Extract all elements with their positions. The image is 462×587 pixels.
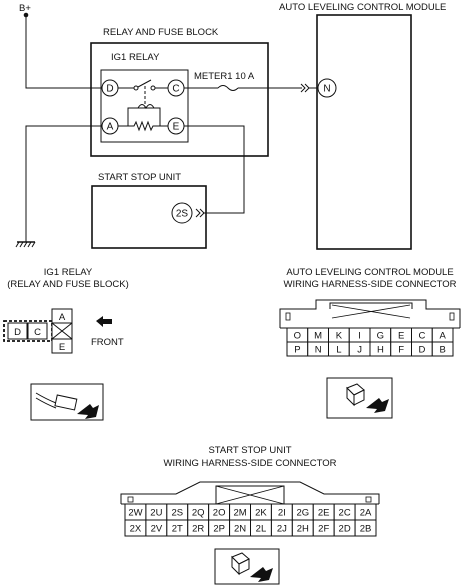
ig1-pin-e: E	[59, 342, 65, 353]
start-stop-connector-view: START STOP UNIT WIRING HARNESS-SIDE CONN…	[120, 445, 380, 585]
ig1-relay-label: IG1 RELAY	[111, 52, 160, 63]
battery-label: B+	[19, 3, 31, 14]
front-arrow-icon	[96, 316, 112, 327]
fuse-label: METER1 10 A	[194, 71, 255, 82]
pin-label: 2G	[296, 507, 309, 518]
auto-leveling-connector-title: AUTO LEVELING CONTROL MODULE	[286, 267, 453, 278]
pin-label: 2V	[151, 523, 163, 534]
pin-label: 2I	[278, 507, 286, 518]
relay-coil-icon	[118, 104, 168, 132]
start-stop-pin-grid: 2W 2U 2S 2Q 2O 2M 2K 2I 2G 2E 2C 2A 2X 2V 2T 2R 2P 2N 2L 2J…	[124, 503, 377, 537]
pin-label: 2F	[318, 523, 329, 534]
pin-label: 2L	[256, 523, 267, 534]
pin-label: 2W	[128, 507, 142, 518]
relay-fuse-block: RELAY AND FUSE BLOCK IG1 RELAY D C A E	[90, 27, 302, 214]
pin-label: 2O	[213, 507, 226, 518]
relay-switch-icon	[118, 79, 168, 108]
pin-label: 2H	[297, 523, 309, 534]
auto-leveling-pin-grid: O M K I G E C A P N L J H F D B	[286, 327, 454, 357]
terminal-n: N	[317, 78, 337, 98]
pin-label: L	[336, 344, 341, 355]
terminal-e: E	[167, 117, 185, 135]
auto-leveling-connector-subtitle: WIRING HARNESS-SIDE CONNECTOR	[284, 279, 457, 290]
terminal-2s: 2S	[171, 202, 193, 224]
pin-label: 2E	[318, 507, 330, 518]
ig1-pin-a: A	[59, 312, 66, 323]
pin-label: 2Q	[192, 507, 205, 518]
start-stop-unit: START STOP UNIT 2S	[91, 172, 207, 249]
pin-label: A	[439, 330, 446, 341]
pin-label: 2S	[171, 507, 183, 518]
pin-label: E	[398, 330, 404, 341]
pin-label: 2U	[150, 507, 162, 518]
pin-label: 2K	[255, 507, 267, 518]
pin-cell	[354, 519, 377, 537]
pin-label: 2B	[360, 523, 372, 534]
fuse-icon	[217, 85, 239, 91]
svg-text:2S: 2S	[176, 209, 189, 220]
terminal-d: D	[101, 79, 119, 97]
pin-label: P	[294, 344, 300, 355]
auto-leveling-connector-view: AUTO LEVELING CONTROL MODULE WIRING HARN…	[279, 267, 461, 419]
front-label: FRONT	[91, 337, 124, 348]
pin-label: D	[418, 344, 425, 355]
pin-label: 2X	[130, 523, 142, 534]
pin-label: I	[358, 330, 361, 341]
connector-illustration-icon	[30, 383, 104, 421]
terminal-c: C	[167, 79, 185, 97]
start-stop-connector-subtitle: WIRING HARNESS-SIDE CONNECTOR	[164, 458, 337, 469]
ig1-pin-d: D	[14, 327, 21, 338]
pin-label: 2T	[172, 523, 183, 534]
svg-text:D: D	[106, 84, 113, 95]
pin-label: 2C	[339, 507, 351, 518]
pin-label: K	[336, 330, 343, 341]
connector-chevron-icon	[195, 208, 205, 218]
connector-illustration-icon	[326, 377, 393, 419]
pin-label: F	[398, 344, 404, 355]
pin-label: 2M	[233, 507, 246, 518]
start-stop-unit-title: START STOP UNIT	[98, 172, 181, 183]
ig1-pin-c: C	[34, 327, 41, 338]
pin-label: O	[294, 330, 301, 341]
terminal-a: A	[101, 117, 119, 135]
pin-label: G	[377, 330, 384, 341]
ig1-relay-connector-title: IG1 RELAY	[44, 267, 93, 278]
auto-leveling-control-module: AUTO LEVELING CONTROL MODULE N	[279, 2, 446, 250]
pin-label: 2A	[360, 507, 372, 518]
pin-label: B	[439, 344, 445, 355]
start-stop-connector-title: START STOP UNIT	[208, 445, 291, 456]
svg-text:A: A	[107, 122, 114, 133]
ground-icon	[15, 241, 36, 248]
auto-leveling-module-title: AUTO LEVELING CONTROL MODULE	[279, 2, 446, 13]
pin-cell	[431, 341, 454, 357]
ground-circuit	[15, 125, 101, 248]
pin-label: 2D	[339, 523, 351, 534]
ig1-relay-connector-view: IG1 RELAY (RELAY AND FUSE BLOCK) D C A E…	[3, 267, 129, 421]
battery-supply: B+	[19, 3, 101, 89]
svg-text:N: N	[323, 84, 330, 95]
pin-label: 2J	[277, 523, 287, 534]
connector-illustration-icon	[214, 548, 280, 585]
svg-text:C: C	[172, 84, 179, 95]
pin-label: 2R	[192, 523, 204, 534]
pin-label: 2P	[213, 523, 225, 534]
relay-fuse-block-title: RELAY AND FUSE BLOCK	[103, 27, 219, 38]
pin-label: M	[314, 330, 322, 341]
ig1-relay-connector-subtitle: (RELAY AND FUSE BLOCK)	[7, 279, 129, 290]
svg-text:E: E	[173, 122, 180, 133]
pin-label: H	[377, 344, 384, 355]
pin-label: J	[357, 344, 362, 355]
pin-label: C	[418, 330, 425, 341]
pin-label: N	[315, 344, 322, 355]
pin-label: 2N	[234, 523, 246, 534]
